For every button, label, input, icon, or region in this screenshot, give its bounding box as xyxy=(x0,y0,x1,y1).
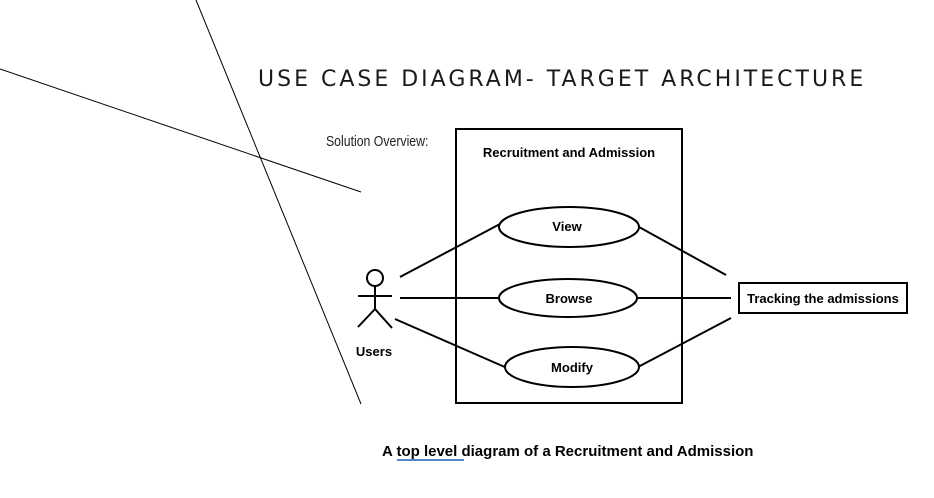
system-boundary-title: Recruitment and Admission xyxy=(483,145,655,160)
use-case-browse-label: Browse xyxy=(546,291,593,306)
external-system-tracking: Tracking the admissions xyxy=(738,282,908,314)
external-system-label: Tracking the admissions xyxy=(747,291,899,306)
use-case-modify: Modify xyxy=(504,346,640,388)
caption-prefix: A xyxy=(382,443,396,460)
actor-label: Users xyxy=(356,344,392,359)
diagram-caption: A top level diagram of a Recruitment and… xyxy=(382,443,753,460)
caption-suffix: diagram of a Recruitment and Admission xyxy=(457,443,753,460)
use-case-view: View xyxy=(498,206,640,248)
use-case-view-label: View xyxy=(552,219,582,234)
association-users-view xyxy=(399,223,501,278)
actor-users: Users xyxy=(356,269,393,359)
slide-title: USE CASE DIAGRAM- TARGET ARCHITECTURE xyxy=(258,67,866,92)
use-case-browse: Browse xyxy=(498,278,638,318)
stick-figure-icon xyxy=(357,269,393,329)
use-case-modify-label: Modify xyxy=(551,360,594,375)
association-modify-tracking xyxy=(637,317,732,368)
system-boundary xyxy=(455,128,683,404)
association-view-tracking xyxy=(638,226,727,276)
association-users-modify xyxy=(394,318,508,369)
decorative-line-diagonal xyxy=(195,0,362,405)
solution-overview-label: Solution Overview: xyxy=(326,133,428,149)
caption-link-top-level[interactable]: top level xyxy=(396,443,457,460)
decorative-line-slope xyxy=(0,68,362,193)
